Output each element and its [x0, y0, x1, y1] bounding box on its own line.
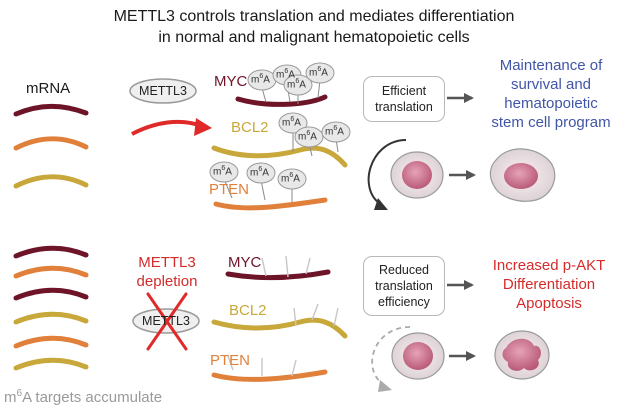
outcome-bottom-line: Differentiation	[502, 276, 596, 293]
depletion-line: METTL3	[138, 254, 196, 271]
box-line-1: Efficient	[381, 84, 427, 98]
cross-icon	[146, 292, 188, 351]
cycle-arrow-icon	[371, 326, 411, 387]
pten-mrna	[213, 197, 328, 211]
cell-icon	[494, 330, 550, 380]
mrna-strand-bcl2	[13, 174, 89, 189]
outcome-top-line: stem cell program	[491, 114, 611, 131]
m6a-label: m6A	[309, 66, 328, 79]
outcome-bottom-line: Increased p-AKT	[492, 257, 606, 274]
gene-label-bcl2: BCL2	[229, 302, 267, 319]
title-line-1: METTL3 controls translation and mediates…	[113, 8, 515, 25]
outcome-top-line: hematopoietic	[504, 95, 598, 112]
mrna-label: mRNA	[26, 80, 71, 97]
mrna-strand-myc	[13, 103, 89, 117]
m6a-label: m6A	[282, 116, 301, 129]
reduced-translation-box: Reduced translation efficiency	[363, 256, 445, 316]
gene-label-bcl2: BCL2	[231, 119, 269, 136]
m6a-label: m6A	[287, 78, 306, 91]
box-line-1: Reduced	[378, 263, 430, 277]
gene-label-pten: PTEN	[209, 181, 250, 198]
depletion-line: depletion	[136, 273, 198, 290]
gene-label-myc: MYC	[228, 254, 262, 271]
cell-icon	[391, 332, 445, 380]
m6a-label: m6A	[281, 172, 300, 185]
mrna-strand	[13, 265, 89, 279]
mrna-strand-pten	[13, 136, 89, 151]
depletion-label: METTL3 depletion	[128, 253, 206, 291]
gene-label-pten: PTEN	[210, 352, 251, 369]
gene-label-myc: MYC	[214, 73, 248, 90]
mrna-strand	[13, 357, 89, 371]
outcome-top-line: Maintenance of	[499, 57, 603, 74]
faded-m6a-tails	[227, 255, 339, 377]
m6a-label: m6A	[276, 68, 295, 81]
m6a-label: m6A	[250, 166, 269, 179]
bcl2-mrna	[211, 317, 348, 339]
mettl3-label: METTL3	[142, 314, 190, 328]
m6a-label: m6A	[298, 130, 317, 143]
cell-icon	[489, 148, 556, 202]
curved-red-arrow-icon	[131, 119, 203, 136]
accumulate-caption: m6A targets accumulate	[4, 388, 163, 406]
mrna-strand	[13, 245, 89, 259]
cell-icon	[390, 151, 444, 199]
title-line-2: in normal and malignant hematopoietic ce…	[158, 29, 470, 46]
mrna-strand	[13, 335, 89, 349]
bcl2-mrna	[211, 145, 348, 168]
pten-mrna	[211, 369, 328, 382]
m6a-label: m6A	[325, 125, 344, 138]
m6a-label: m6A	[251, 73, 270, 86]
box-line-2: translation	[375, 279, 433, 293]
cycle-arrow-icon	[367, 139, 407, 206]
outcome-top-line: survival and	[510, 76, 592, 93]
m6a-balloon-icon	[209, 62, 351, 190]
outcome-bottom: Increased p-AKT Differentiation Apoptosi…	[474, 256, 624, 313]
box-line-3: efficiency	[378, 295, 430, 309]
m6a-label: m6A	[213, 165, 232, 178]
myc-mrna	[225, 269, 331, 281]
myc-mrna	[235, 94, 328, 107]
mettl3-enzyme-icon	[129, 78, 197, 104]
figure-title: METTL3 controls translation and mediates…	[0, 6, 628, 48]
outcome-bottom-line: Apoptosis	[516, 295, 582, 312]
outcome-top: Maintenance of survival and hematopoieti…	[478, 56, 624, 132]
box-line-2: translation	[375, 100, 433, 114]
mrna-strand	[13, 287, 89, 301]
mettl3-label: METTL3	[139, 84, 187, 98]
efficient-translation-box: Efficient translation	[363, 76, 445, 122]
mrna-strand	[13, 311, 89, 325]
